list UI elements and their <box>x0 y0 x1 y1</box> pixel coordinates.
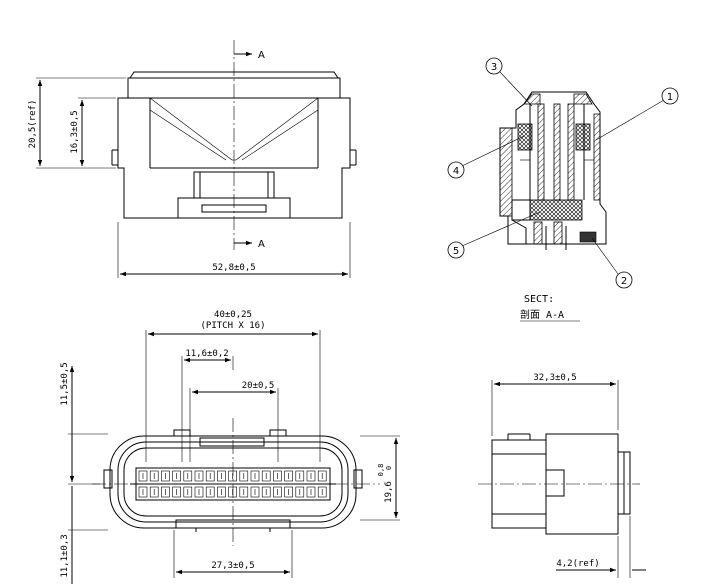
svg-text:4: 4 <box>453 166 459 177</box>
bottom-view: 40±0,25 (PITCH X 16) 11,6±0,2 20±0,5 27,… <box>60 310 400 584</box>
dim-left-bottom: 11,1±0,3 <box>60 534 70 577</box>
pin-row-top <box>138 470 327 482</box>
dim-side-top: 32,3±0,5 <box>533 373 576 383</box>
callout-3: 3 <box>485 57 533 107</box>
svg-text:3: 3 <box>491 62 497 73</box>
section-label-bottom: A <box>258 239 265 250</box>
section-caption-aa: 剖面 A-A <box>520 308 564 321</box>
svg-text:2: 2 <box>621 276 627 287</box>
section-label-top: A <box>258 50 265 61</box>
svg-text:5: 5 <box>453 246 459 257</box>
front-view: A A 20,5(ref) 16,3±0,5 52,8±0,5 <box>28 40 357 278</box>
side-view: 32,3±0,5 4,2(ref) <box>478 373 646 578</box>
dim-right-value: 19,6 <box>384 481 394 503</box>
callout-4: 4 <box>447 135 525 179</box>
callout-5: 5 <box>447 211 541 259</box>
dim-height-body: 16,3±0,5 <box>70 110 80 153</box>
pin-row-bottom <box>138 486 327 498</box>
dim-bottom: 27,3±0,5 <box>211 561 254 571</box>
callout-1: 1 <box>595 87 679 141</box>
svg-text:1: 1 <box>667 92 673 103</box>
callout-2: 2 <box>591 237 633 289</box>
dim-height-total: 20,5(ref) <box>28 100 38 149</box>
dim-pitch: 40±0,25 <box>214 310 252 320</box>
dim-left-top: 11,5±0,5 <box>60 362 70 405</box>
dim-right-tol-upper: 0,8 <box>377 464 385 477</box>
dim-right-tol-lower: 0 <box>385 466 393 470</box>
dim-inner-2: 20±0,5 <box>242 381 275 391</box>
dim-pitch-note: (PITCH X 16) <box>200 321 265 331</box>
section-caption-sect: SECT: <box>524 294 554 305</box>
section-view: 1 2 3 4 5 SECT: 剖面 A-A <box>447 57 679 322</box>
dim-inner-1: 11,6±0,2 <box>185 349 228 359</box>
dim-side-bottom: 4,2(ref) <box>556 559 599 569</box>
dim-width: 52,8±0,5 <box>212 263 255 273</box>
